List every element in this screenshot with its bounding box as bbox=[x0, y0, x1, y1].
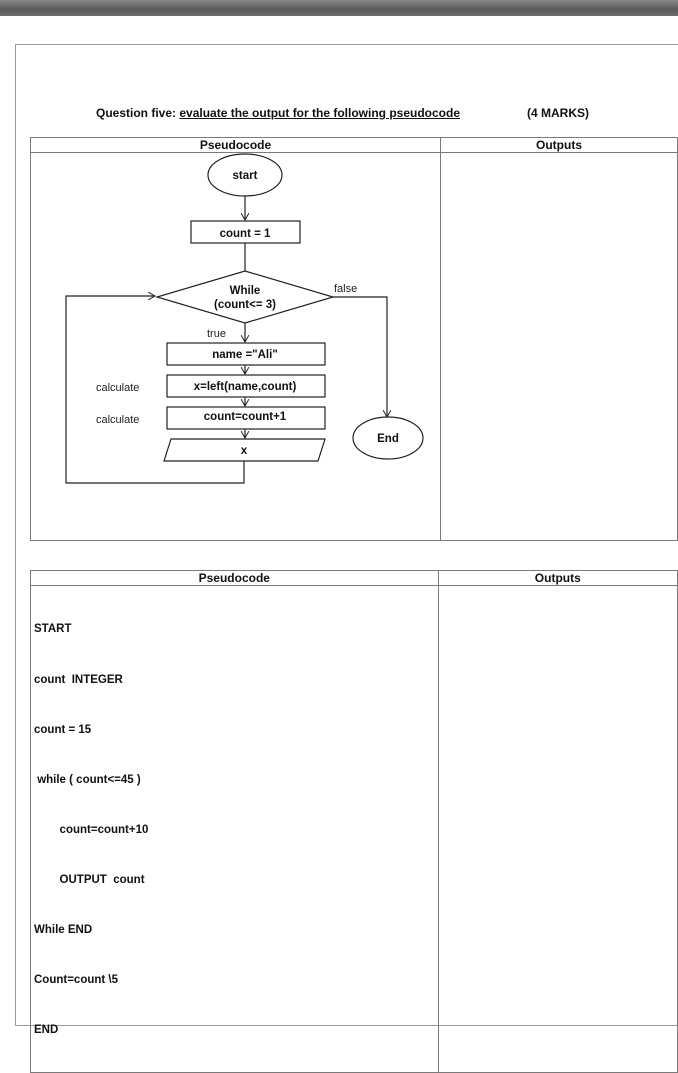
start-label: start bbox=[233, 170, 258, 182]
question-marks: (4 MARKS) bbox=[527, 106, 589, 120]
outputs-cell-2[interactable] bbox=[437, 584, 678, 1073]
while-decision bbox=[154, 270, 336, 324]
pseudocode-header-2: Pseudocode bbox=[30, 570, 439, 586]
increment-process bbox=[166, 406, 326, 430]
output-label: x bbox=[241, 445, 248, 457]
flowchart-table: Pseudocode Outputs bbox=[30, 137, 678, 541]
code-line: While END bbox=[34, 924, 93, 937]
question-instruction: evaluate the output for the following ps… bbox=[179, 106, 461, 120]
while-condition-label: (count<= 3) bbox=[214, 299, 276, 311]
left-step-label: x=left(name,count) bbox=[194, 381, 297, 393]
pseudocode-header: Pseudocode bbox=[30, 137, 441, 153]
outputs-header: Outputs bbox=[440, 137, 678, 153]
name-process bbox=[166, 342, 326, 366]
left-process bbox=[166, 374, 326, 398]
pseudocode-block: START count INTEGER count = 15 while ( c… bbox=[31, 586, 438, 1072]
calculate-label-2: calculate bbox=[96, 414, 139, 426]
output-parallelogram bbox=[163, 438, 326, 462]
code-line: while ( count<=45 ) bbox=[34, 773, 141, 786]
increment-step-label: count=count+1 bbox=[204, 411, 287, 423]
code-line: OUTPUT count bbox=[34, 873, 145, 886]
flowchart-cell: start count = 1 While (count<= 3) name =… bbox=[30, 152, 441, 541]
top-bar bbox=[0, 0, 678, 16]
end-label: End bbox=[377, 433, 399, 445]
code-line: count = 15 bbox=[34, 723, 92, 736]
code-line: END bbox=[34, 1024, 59, 1037]
code-line: count=count+10 bbox=[34, 823, 149, 836]
outputs-header-2: Outputs bbox=[437, 570, 678, 586]
code-line: count INTEGER bbox=[34, 673, 123, 686]
outputs-cell[interactable] bbox=[440, 152, 678, 541]
code-line: START bbox=[34, 623, 72, 636]
while-label: While bbox=[230, 285, 261, 297]
flowchart-diagram: start count = 1 While (count<= 3) name =… bbox=[65, 153, 424, 484]
name-step-label: name ="Ali" bbox=[212, 349, 278, 361]
pseudocode-table: Pseudocode Outputs START count INTEGER c… bbox=[30, 570, 678, 1073]
pseudocode-cell: START count INTEGER count = 15 while ( c… bbox=[30, 584, 439, 1073]
false-label: false bbox=[334, 283, 357, 295]
code-line: Count=count \5 bbox=[34, 974, 119, 987]
question-heading: Question five: evaluate the output for t… bbox=[96, 106, 656, 124]
true-label: true bbox=[207, 328, 226, 340]
calculate-label-1: calculate bbox=[96, 382, 139, 394]
init-label: count = 1 bbox=[220, 228, 271, 240]
question-prefix: Question five: bbox=[96, 106, 180, 120]
end-terminal bbox=[352, 416, 424, 460]
